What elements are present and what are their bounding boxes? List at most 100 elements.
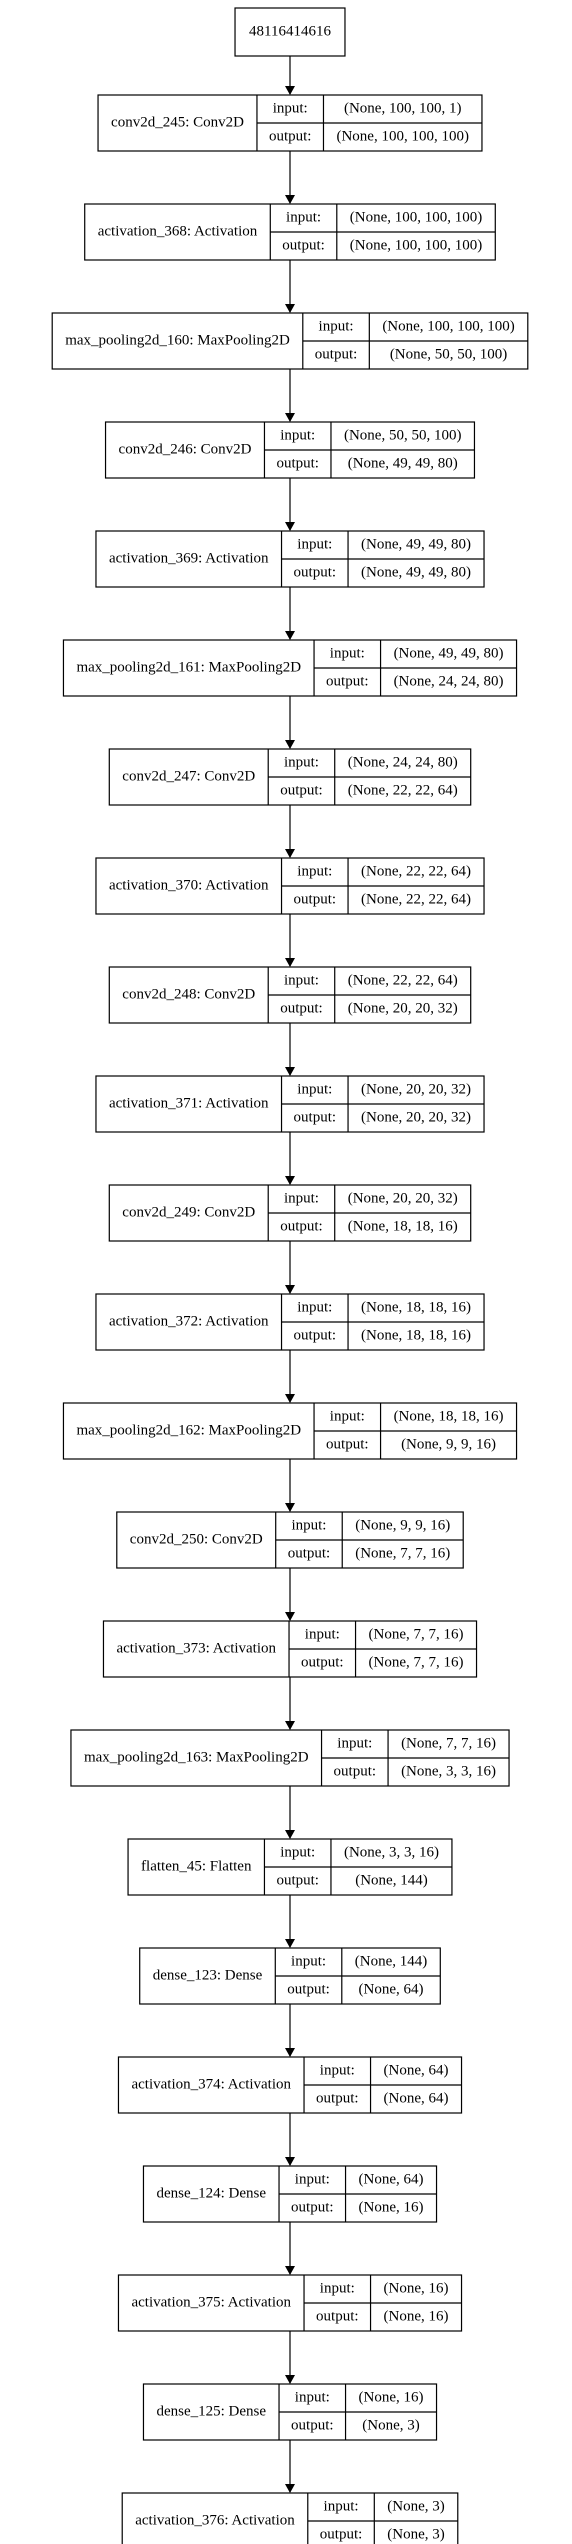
input-shape: (None, 49, 49, 80) (361, 536, 471, 552)
input-label: input: (297, 536, 332, 552)
layer-node: max_pooling2d_163: MaxPooling2D input: out… (70, 1729, 510, 1787)
input-shape: (None, 16) (359, 2389, 424, 2405)
input-node: 48116414616 (234, 7, 346, 57)
input-label: input: (280, 427, 315, 443)
output-shape: (None, 24, 24, 80) (394, 673, 504, 689)
input-shape: (None, 64) (384, 2062, 449, 2078)
layer-name: activation_371: Activation (109, 1095, 269, 1111)
input-shape: (None, 20, 20, 32) (348, 1190, 458, 1206)
input-label: input: (297, 1081, 332, 1097)
layer-name: activation_376: Activation (135, 2512, 295, 2528)
input-shape: (None, 24, 24, 80) (348, 754, 458, 770)
input-label: input: (273, 100, 308, 116)
input-label: input: (305, 1626, 340, 1642)
output-shape: (None, 64) (384, 2090, 449, 2106)
input-shape: (None, 49, 49, 80) (394, 645, 504, 661)
input-shape: (None, 100, 100, 100) (350, 209, 482, 225)
layer-name: conv2d_246: Conv2D (119, 441, 252, 457)
input-label: input: (337, 1735, 372, 1751)
output-label: output: (276, 455, 319, 471)
layer-node: flatten_45: Flatten input: output: (None, 3… (127, 1838, 453, 1896)
input-label: input: (284, 754, 319, 770)
input-shape: (None, 22, 22, 64) (348, 972, 458, 988)
output-shape: (None, 22, 22, 64) (361, 891, 471, 907)
input-shape: (None, 18, 18, 16) (361, 1299, 471, 1315)
input-label: input: (297, 1299, 332, 1315)
input-label: input: (280, 1844, 315, 1860)
output-label: output: (291, 2417, 334, 2433)
output-shape: (None, 49, 49, 80) (361, 564, 471, 580)
output-shape: (None, 18, 18, 16) (361, 1327, 471, 1343)
output-shape: (None, 100, 100, 100) (350, 237, 482, 253)
input-label: input: (319, 318, 354, 334)
layer-name: conv2d_245: Conv2D (111, 114, 244, 130)
output-label: output: (294, 1109, 337, 1125)
output-label: output: (334, 1763, 377, 1779)
layer-name: activation_373: Activation (116, 1640, 276, 1656)
output-shape: (None, 64) (359, 1981, 424, 1997)
layer-name: max_pooling2d_163: MaxPooling2D (84, 1749, 309, 1765)
input-label: input: (330, 1408, 365, 1424)
layer-node: activation_369: Activationinput:output:(… (95, 530, 485, 588)
output-shape: (None, 144) (355, 1872, 427, 1888)
output-label: output: (291, 2199, 334, 2215)
input-label: input: (324, 2498, 359, 2514)
output-label: output: (301, 1654, 344, 1670)
layer-node: max_pooling2d_161: MaxPooling2D input: out… (62, 639, 518, 697)
layer-node: activation_372: Activationinput:output:(… (95, 1293, 485, 1351)
output-shape: (None, 49, 49, 80) (348, 455, 458, 471)
output-shape: (None, 20, 20, 32) (348, 1000, 458, 1016)
layer-name: max_pooling2d_162: MaxPooling2D (76, 1422, 301, 1438)
layer-node: activation_374: Activationinput:output:(… (117, 2056, 463, 2114)
input-label: input: (291, 1517, 326, 1533)
layer-name: max_pooling2d_161: MaxPooling2D (76, 659, 301, 675)
output-shape: (None, 9, 9, 16) (401, 1436, 496, 1452)
layer-name: max_pooling2d_160: MaxPooling2D (65, 332, 290, 348)
output-label: output: (287, 1981, 330, 1997)
layer-name: dense_123: Dense (153, 1967, 263, 1983)
input-shape: (None, 3) (387, 2498, 444, 2514)
output-shape: (None, 22, 22, 64) (348, 782, 458, 798)
output-shape: (None, 16) (384, 2308, 449, 2324)
input-shape: (None, 3, 3, 16) (344, 1844, 439, 1860)
layer-node: activation_368: Activationinput:output:(… (84, 203, 496, 261)
input-shape: (None, 144) (355, 1953, 427, 1969)
output-shape: (None, 18, 18, 16) (348, 1218, 458, 1234)
output-label: output: (276, 1872, 319, 1888)
output-shape: (None, 3) (362, 2417, 419, 2433)
layer-name: conv2d_249: Conv2D (122, 1204, 255, 1220)
nodes: 48116414616 conv2d_245: Conv2D input: outpu… (51, 7, 529, 2544)
input-shape: (None, 7, 7, 16) (401, 1735, 496, 1751)
input-shape: (None, 100, 100, 100) (382, 318, 514, 334)
output-label: output: (280, 1000, 323, 1016)
output-label: output: (315, 346, 358, 362)
output-label: output: (269, 128, 312, 144)
layer-name: dense_125: Dense (156, 2403, 266, 2419)
output-label: output: (282, 237, 325, 253)
output-shape: (None, 100, 100, 100) (336, 128, 468, 144)
layer-name: flatten_45: Flatten (141, 1858, 252, 1874)
output-shape: (None, 50, 50, 100) (390, 346, 507, 362)
input-label: input: (286, 209, 321, 225)
output-shape: (None, 3) (387, 2526, 444, 2542)
output-label: output: (326, 1436, 369, 1452)
layer-node: activation_371: Activationinput:output:(… (95, 1075, 485, 1133)
layer-name: activation_374: Activation (131, 2076, 291, 2092)
output-label: output: (320, 2526, 363, 2542)
output-label: output: (326, 673, 369, 689)
input-label: input: (330, 645, 365, 661)
input-shape: (None, 16) (384, 2280, 449, 2296)
input-label: input: (284, 1190, 319, 1206)
output-shape: (None, 3, 3, 16) (401, 1763, 496, 1779)
output-shape: (None, 7, 7, 16) (369, 1654, 464, 1670)
output-shape: (None, 7, 7, 16) (355, 1545, 450, 1561)
layer-node: activation_375: Activationinput:output:(… (117, 2274, 463, 2332)
input-shape: (None, 64) (359, 2171, 424, 2187)
